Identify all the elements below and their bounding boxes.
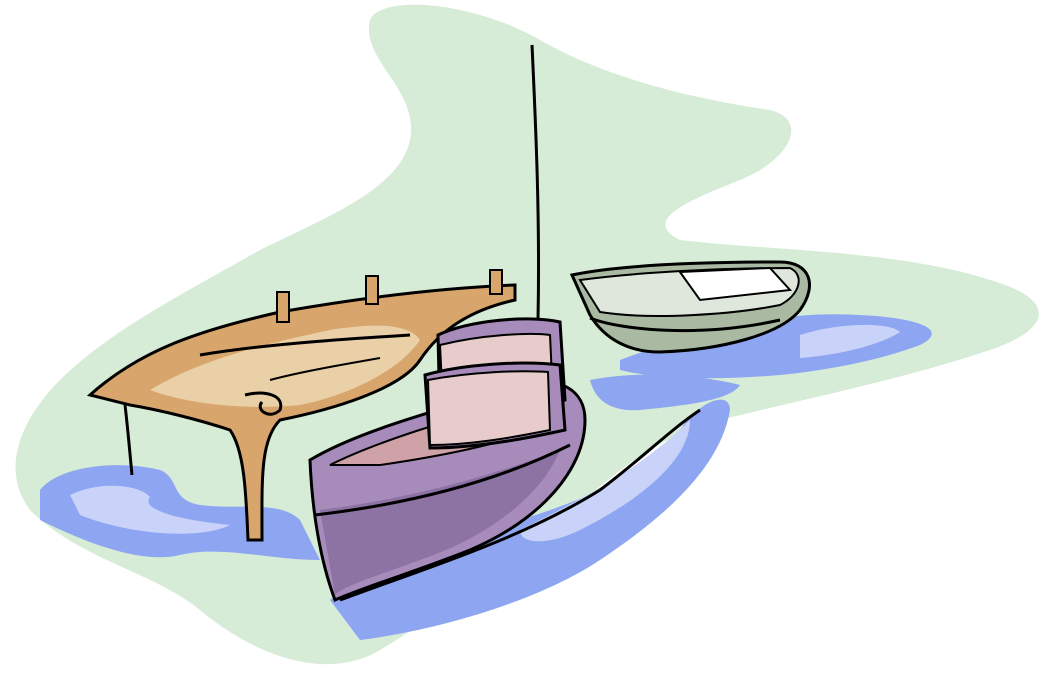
dock-post bbox=[365, 275, 379, 305]
water-center bbox=[330, 399, 730, 640]
dock-post bbox=[276, 291, 290, 323]
boat-cabin bbox=[423, 317, 567, 450]
dock-post bbox=[489, 269, 503, 295]
water-right-light bbox=[800, 324, 900, 358]
water-mid bbox=[590, 374, 740, 411]
dock bbox=[86, 269, 517, 542]
rowboat bbox=[569, 260, 811, 354]
water-left-light bbox=[70, 485, 230, 534]
mast bbox=[530, 44, 541, 321]
